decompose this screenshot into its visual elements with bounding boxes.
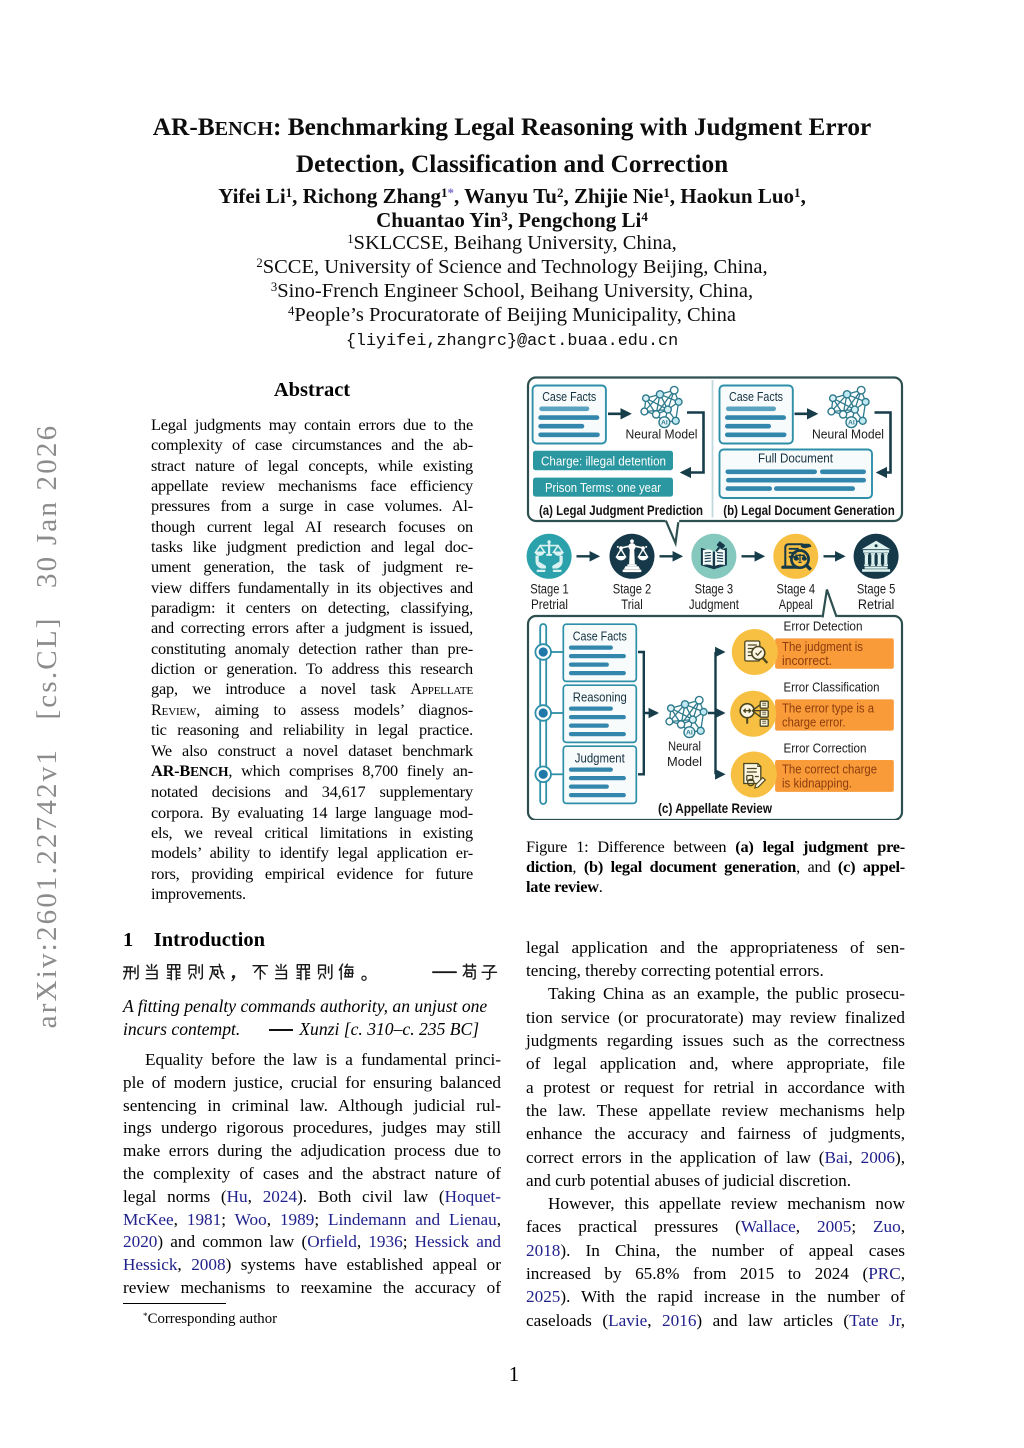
svg-text:Full Document: Full Document	[758, 451, 833, 466]
svg-text:is kidnapping.: is kidnapping.	[782, 776, 852, 791]
svg-text:Stage 1: Stage 1	[530, 582, 569, 597]
svg-text:Stage 5: Stage 5	[857, 582, 896, 597]
svg-text:Error Classification: Error Classification	[784, 680, 880, 695]
svg-text:Judgment: Judgment	[575, 752, 625, 766]
svg-text:The correct charge: The correct charge	[782, 762, 877, 777]
svg-text:Error Correction: Error Correction	[784, 741, 867, 756]
svg-text:Charge: illegal detention: Charge: illegal detention	[541, 453, 666, 468]
svg-text:Judgment: Judgment	[689, 597, 739, 612]
svg-text:Model: Model	[667, 754, 702, 769]
svg-text:Stage 3: Stage 3	[695, 582, 734, 597]
svg-text:Stage 2: Stage 2	[613, 582, 652, 597]
svg-text:Case Facts: Case Facts	[573, 630, 627, 644]
svg-text:Appeal: Appeal	[779, 597, 813, 612]
svg-text:Error Detection: Error Detection	[784, 619, 863, 634]
svg-text:Case Facts: Case Facts	[542, 389, 596, 404]
svg-text:Neural Model: Neural Model	[626, 427, 698, 442]
svg-text:Neural Model: Neural Model	[812, 427, 884, 442]
svg-text:(b) Legal Document Generation: (b) Legal Document Generation	[723, 503, 895, 518]
svg-text:(a) Legal Judgment Prediction: (a) Legal Judgment Prediction	[539, 503, 703, 518]
svg-text:Trial: Trial	[621, 597, 643, 612]
svg-text:Retrial: Retrial	[858, 597, 895, 612]
svg-text:Case Facts: Case Facts	[729, 389, 783, 404]
svg-text:(c) Appellate Review: (c) Appellate Review	[658, 801, 772, 816]
svg-text:Stage 4: Stage 4	[777, 582, 816, 597]
svg-text:Prison Terms: one year: Prison Terms: one year	[545, 480, 662, 495]
svg-text:charge error.: charge error.	[782, 715, 846, 730]
svg-text:Reasoning: Reasoning	[573, 691, 627, 705]
svg-text:Pretrial: Pretrial	[531, 597, 568, 612]
svg-text:Neural: Neural	[668, 739, 701, 754]
svg-text:The error type is a: The error type is a	[782, 701, 875, 716]
svg-text:incorrect.: incorrect.	[782, 653, 832, 668]
svg-text:The judgment is: The judgment is	[782, 639, 863, 654]
